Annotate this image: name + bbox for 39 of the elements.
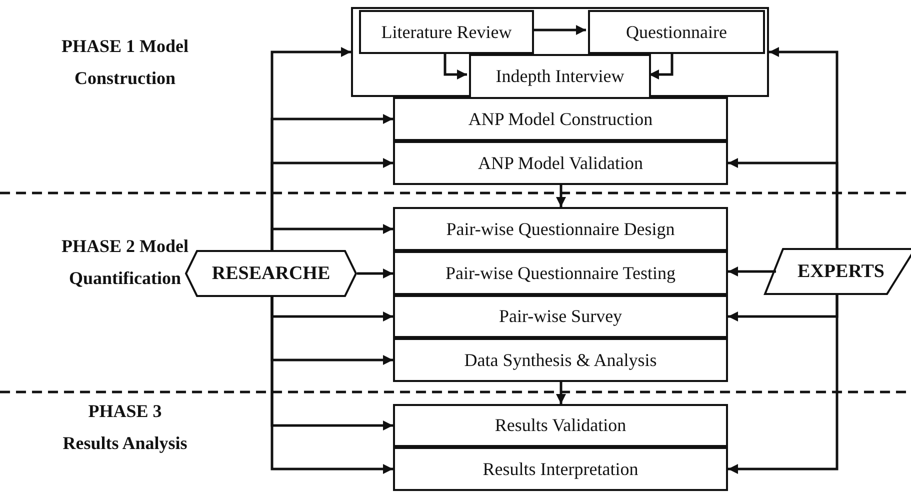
node-label: ANP Model Validation [478,152,643,174]
process-box [393,338,728,382]
phase-label: PHASE 1 Model Construction [60,35,190,90]
arrow [728,266,776,276]
node-label: Questionnaire [626,22,727,42]
arrow [649,52,674,80]
process-box [393,295,728,338]
arrow [444,52,467,80]
arrow [556,382,566,404]
node-label: Results Validation [494,415,626,436]
process-box [588,10,765,54]
node-label: Pair-wise Questionnaire Testing [445,262,676,284]
arrow [270,224,393,250]
arrow [556,185,566,207]
process-box [393,141,728,185]
node-label: Pair-wise Questionnaire Design [446,218,675,240]
process-box [393,207,728,251]
node-label: Data Synthesis & Analysis [464,350,657,370]
arrow [728,295,838,474]
node-label: ANP Model Construction [468,108,653,130]
process-box [359,10,534,54]
process-box [393,404,728,447]
node-label: Indepth Interview [496,66,624,87]
arrow [357,268,393,278]
process-box [393,447,728,491]
process-box [469,54,651,99]
phase-label: PHASE 3 Results Analysis [62,400,188,455]
process-box [393,97,728,141]
node-label: RESEARCHE [212,262,330,284]
arrow [270,297,393,474]
node-label: Literature Review [381,22,512,42]
phase-label: PHASE 2 Model Quantification [60,235,190,290]
node-label: Results Interpretation [482,458,638,480]
group-box [351,7,769,97]
node-label: EXPERTS [798,260,884,282]
node-label: Pair-wise Survey [498,306,622,327]
arrow [532,25,586,35]
process-box [393,251,728,295]
arrow [728,158,838,248]
